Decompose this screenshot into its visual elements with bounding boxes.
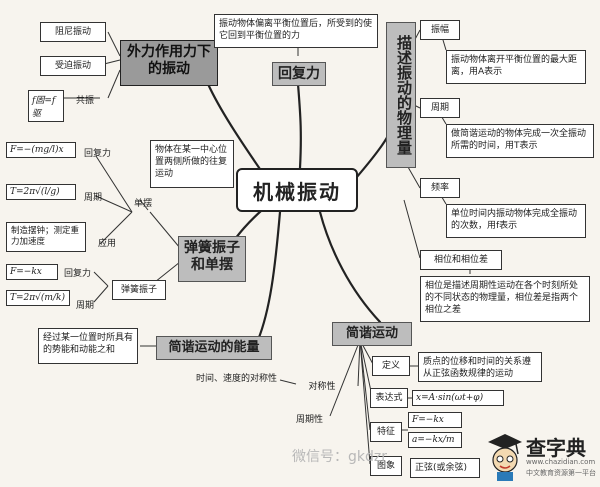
shm-feature-formula-1: F=−kx bbox=[408, 412, 462, 428]
spring-period-label: 周期 bbox=[76, 301, 95, 311]
topic-shm-energy: 简谐运动的能量 bbox=[156, 336, 272, 360]
shm-energy-desc: 经过某一位置时所具有的势能和动能之和 bbox=[38, 328, 138, 364]
shm-feature-formula-2: a=−kx/m bbox=[408, 432, 462, 448]
shm-image-label: 图象 bbox=[370, 456, 402, 477]
branch-shm bbox=[318, 210, 382, 324]
pendulum-restoring-label: 回复力 bbox=[84, 149, 112, 159]
logo-title: 查字典 bbox=[526, 436, 586, 460]
spring-oscillator-label: 弹簧振子 bbox=[112, 280, 166, 301]
mascot-icon bbox=[488, 434, 522, 481]
resonance-label: 共振 bbox=[76, 96, 95, 106]
frequency-label: 频率 bbox=[420, 178, 460, 199]
topic-describe-vibration: 描述振动的物理量 bbox=[386, 22, 416, 168]
pendulum-period-formula: T=2π√(l/g) bbox=[6, 184, 76, 200]
resonance-formula: f固=f驱 bbox=[28, 90, 64, 122]
pendulum-application: 制造摆钟；测定重力加速度 bbox=[6, 222, 86, 252]
phase-desc: 相位是描述周期性运动在各个时刻所处的不同状态的物理量，相位差是指两个相位之差 bbox=[420, 276, 590, 322]
period-label: 周期 bbox=[420, 98, 460, 119]
logo-tagline: 中文教育资源第一平台 bbox=[526, 469, 596, 477]
pendulum-label: 单摆 bbox=[134, 199, 153, 209]
forced-vibration: 受迫振动 bbox=[40, 56, 106, 77]
shm-definition-desc: 质点的位移和时间的关系遵从正弦函数规律的运动 bbox=[418, 352, 542, 382]
spring-restoring-formula: F=−kx bbox=[6, 264, 58, 280]
pendulum-restoring-formula: F=−(mg/l)x bbox=[6, 142, 76, 158]
watermark-text: 微信号：gkdzr bbox=[292, 449, 387, 465]
topic-shm: 简谐运动 bbox=[332, 322, 412, 346]
pendulum-period-label: 周期 bbox=[84, 193, 103, 203]
topic-external-force-label: 外力作用力下的振动 bbox=[127, 44, 211, 77]
center-topic: 机械振动 bbox=[236, 168, 358, 212]
shm-expression: x=A·sin(ωt+φ) bbox=[412, 390, 504, 406]
topic-external-force: 外力作用力下的振动 bbox=[120, 40, 218, 86]
topic-restoring-force: 回复力 bbox=[272, 62, 326, 86]
logo-url: www.chazidian.com bbox=[526, 458, 596, 466]
branch-restoring bbox=[296, 82, 302, 170]
pendulum-definition: 物体在某一中心位置两侧所做的往复运动 bbox=[150, 140, 234, 188]
spring-restoring-label: 回复力 bbox=[64, 269, 92, 279]
pendulum-application-label: 应用 bbox=[98, 239, 117, 249]
frequency-desc: 单位时间内振动物体完成全振动的次数，用f表示 bbox=[446, 204, 586, 238]
damped-vibration: 阻尼振动 bbox=[40, 22, 106, 43]
shm-symmetry-desc: 时间、速度的对称性 bbox=[196, 374, 278, 384]
amplitude-label: 振幅 bbox=[420, 20, 460, 41]
topic-spring-pendulum: 弹簧振子和单摆 bbox=[178, 236, 246, 282]
shm-image-desc: 正弦(或余弦) bbox=[410, 458, 480, 479]
shm-feature-label: 特征 bbox=[370, 422, 402, 443]
restoring-force-desc: 振动物体偏离平衡位置后，所受到的使它回到平衡位置的力 bbox=[214, 14, 378, 48]
shm-expression-label: 表达式 bbox=[370, 388, 408, 409]
site-logo[interactable]: 查字典 www.chazidian.com 中文教育资源第一平台 bbox=[486, 430, 596, 484]
period-desc: 做简谐运动的物体完成一次全振动所需的时间，用T表示 bbox=[446, 124, 594, 158]
branch-external bbox=[206, 82, 264, 174]
shm-periodicity-label: 周期性 bbox=[296, 415, 324, 425]
phase-label: 相位和相位差 bbox=[420, 250, 502, 271]
spring-period-formula: T=2π√(m/k) bbox=[6, 290, 70, 306]
branch-energy bbox=[256, 210, 282, 342]
shm-definition-label: 定义 bbox=[372, 356, 410, 377]
amplitude-desc: 振动物体离开平衡位置的最大距离，用A表示 bbox=[446, 50, 586, 84]
shm-symmetry-label: 对称性 bbox=[308, 382, 336, 392]
